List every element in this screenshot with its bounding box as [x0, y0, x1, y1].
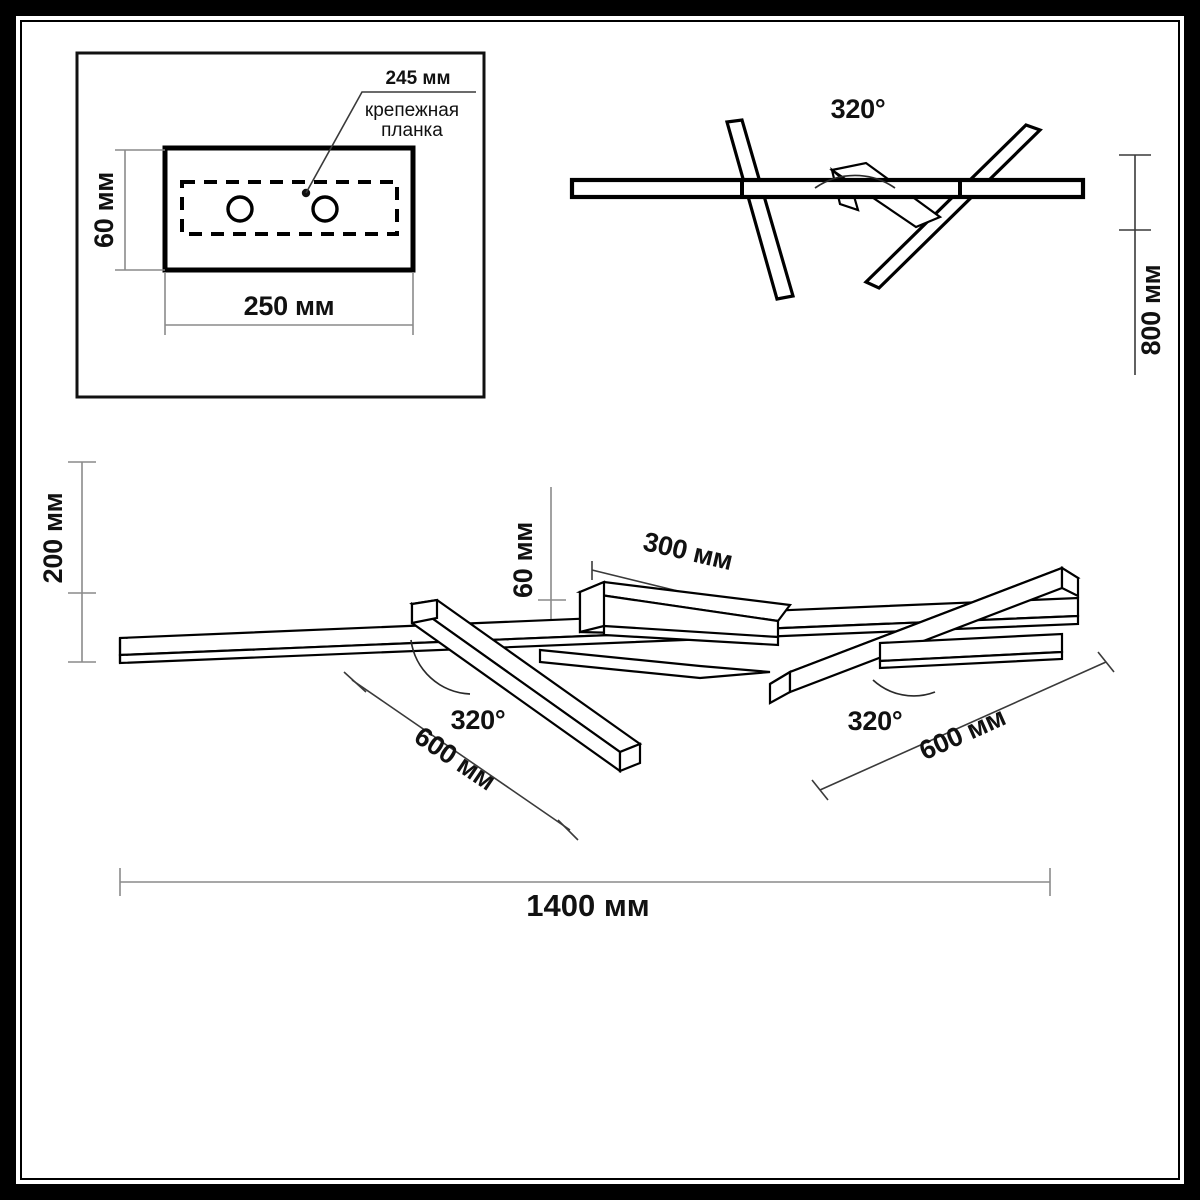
- dim-line-right-arm: [819, 661, 1107, 791]
- top-view: 320° 800 мм: [569, 94, 1166, 375]
- top-view-arm-right: [863, 123, 1043, 290]
- main-mounting-bracket: [575, 580, 793, 647]
- dim-tick-left-arm-start: [343, 671, 367, 693]
- main-view-overall-width-dim: 1400 мм: [526, 888, 649, 923]
- mount-plate-panel-frame: [75, 51, 486, 399]
- mount-plate-width-callout: 245 мм: [385, 68, 450, 89]
- main-bar-right-stub: [878, 632, 1064, 670]
- top-view-angle-arc: [814, 174, 896, 189]
- top-view-depth-dim: 800 мм: [1136, 265, 1166, 356]
- mount-plate-height-dim: 60 мм: [89, 172, 119, 248]
- top-view-arm-left: [724, 118, 796, 301]
- dim-tick-right-arm-end: [1097, 651, 1115, 673]
- mount-plate-outline: [162, 145, 416, 273]
- dim-tick-right-arm-start: [811, 779, 829, 801]
- mount-hole-right: [311, 195, 339, 223]
- mount-plate-view: 245 мм крепежная планка 60 мм 250 мм: [75, 51, 486, 399]
- leader-line-mount-plate: [305, 91, 476, 194]
- sheet-border-inner: [20, 20, 1180, 1180]
- mount-plate-hidden-outline: [180, 180, 399, 236]
- dim-tick-left-arm-end: [557, 819, 579, 841]
- dim-line-left-arm: [351, 679, 571, 831]
- mount-hole-left: [226, 195, 254, 223]
- mount-plate-width-dim: 250 мм: [244, 291, 335, 321]
- top-view-main-bar: [569, 177, 1086, 200]
- main-view-bracket-height-dim: 60 мм: [508, 522, 538, 598]
- main-bracket-shadow: [538, 648, 771, 680]
- main-arm-left: [409, 598, 643, 774]
- main-view-right-angle-label: 320°: [848, 706, 903, 736]
- mount-plate-name-line2: планка: [381, 120, 443, 141]
- main-view-left-angle-label: 320°: [451, 705, 506, 735]
- main-view-left-angle-arc: [410, 639, 471, 695]
- mount-plate-name-line1: крепежная: [365, 100, 459, 121]
- main-arm-right: [768, 566, 1081, 705]
- top-view-angle-label: 320°: [831, 94, 886, 124]
- main-view-right-angle-arc: [872, 679, 936, 697]
- main-view-height-dim: 200 мм: [38, 493, 68, 584]
